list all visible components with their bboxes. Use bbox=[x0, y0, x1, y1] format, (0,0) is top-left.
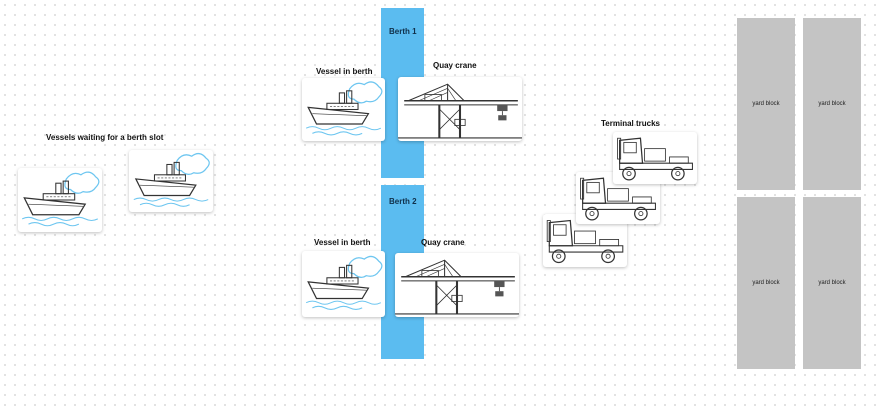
yard-block: yard block bbox=[737, 197, 795, 369]
yard-block: yard block bbox=[803, 18, 861, 190]
yard-block-label: yard block bbox=[752, 101, 780, 107]
berth-2-label: Berth 2 bbox=[389, 197, 417, 206]
yard-block: yard block bbox=[803, 197, 861, 369]
berthed-vessel-card bbox=[302, 78, 385, 141]
waiting-vessel-card bbox=[129, 150, 213, 212]
ship-icon bbox=[302, 251, 385, 317]
quay-crane-card bbox=[398, 77, 522, 141]
vessel-in-berth-2-label: Vessel in berth bbox=[314, 238, 371, 247]
waiting-vessel-card bbox=[18, 168, 102, 232]
ship-icon bbox=[18, 168, 102, 232]
quay-crane-card bbox=[395, 253, 519, 317]
vessels-waiting-label: Vessels waiting for a berth slot bbox=[46, 133, 164, 142]
terminal-trucks-label: Terminal trucks bbox=[601, 119, 660, 128]
quay-crane-1-label: Quay crane bbox=[433, 61, 477, 70]
berth-1-label: Berth 1 bbox=[389, 27, 417, 36]
vessel-in-berth-1-label: Vessel in berth bbox=[316, 67, 373, 76]
crane-icon bbox=[395, 253, 519, 317]
ship-icon bbox=[129, 150, 213, 212]
quay-crane-2-label: Quay crane bbox=[421, 238, 465, 247]
berthed-vessel-card bbox=[302, 251, 385, 317]
truck-card bbox=[613, 132, 697, 184]
yard-block-label: yard block bbox=[752, 280, 780, 286]
yard-block-label: yard block bbox=[818, 101, 846, 107]
crane-icon bbox=[398, 77, 522, 141]
yard-block-label: yard block bbox=[818, 280, 846, 286]
ship-icon bbox=[302, 78, 385, 141]
yard-block: yard block bbox=[737, 18, 795, 190]
truck-icon bbox=[613, 132, 697, 184]
